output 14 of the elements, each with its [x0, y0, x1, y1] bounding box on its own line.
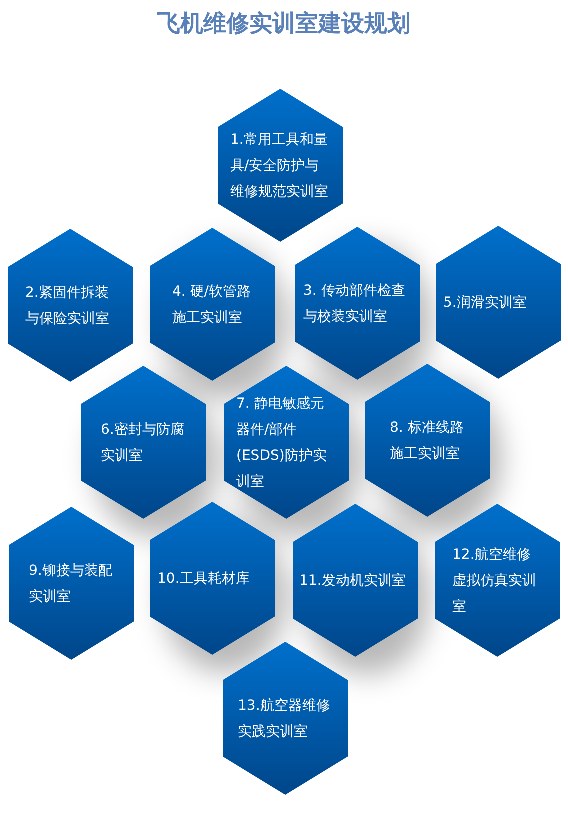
room-label: 9.铆接与装配实训室 — [29, 562, 114, 606]
room-label: 3. 传动部件检查与校装实训室 — [304, 282, 406, 326]
room-label: 8. 标准线路施工实训室 — [390, 418, 465, 464]
room-label: 7. 静电敏感元器件/部件(ESDS)防护实训室 — [236, 394, 328, 492]
room-label: 5.润滑实训室 — [444, 294, 528, 312]
room-label: 1.常用工具和量具/安全防护与维修规范实训室 — [230, 130, 330, 202]
room-label: 12.航空维修虚拟仿真实训室 — [452, 546, 538, 616]
room-label: 6.密封与防腐实训室 — [101, 420, 186, 466]
room-label: 11.发动机实训室 — [300, 572, 407, 590]
diagram-title: 飞机维修实训室建设规划 — [158, 11, 410, 37]
room-label: 4. 硬/软管路施工实训室 — [172, 282, 252, 328]
room-label: 13.航空器维修实践实训室 — [238, 696, 332, 742]
room-label: 2.紧固件拆装与保险实训室 — [26, 284, 110, 328]
room-label: 10.工具耗材库 — [158, 570, 251, 588]
